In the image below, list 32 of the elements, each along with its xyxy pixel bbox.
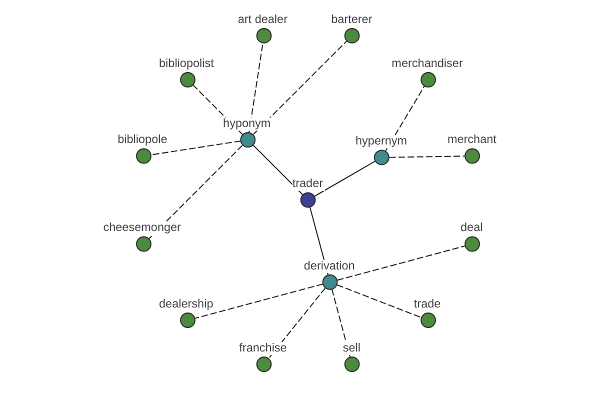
connector xyxy=(268,288,326,359)
node-label: art dealer xyxy=(237,12,288,26)
node-circle xyxy=(256,28,272,44)
node-circle xyxy=(344,28,360,44)
node-label: bibliopole xyxy=(117,133,167,146)
node-label: deal xyxy=(460,221,482,234)
node-circle xyxy=(180,312,195,328)
connector xyxy=(336,284,421,318)
connector xyxy=(148,145,242,240)
connector xyxy=(150,140,240,156)
connector xyxy=(194,284,322,319)
node-circle xyxy=(136,148,151,164)
node-circle xyxy=(420,72,436,88)
connector xyxy=(252,144,303,196)
connector xyxy=(192,84,243,136)
connector xyxy=(248,43,263,133)
node-label: barterer xyxy=(330,12,372,26)
connector xyxy=(388,156,465,158)
node-label: merchandiser xyxy=(391,56,462,70)
connector xyxy=(384,86,425,152)
node-label: dealership xyxy=(158,297,213,310)
connector xyxy=(314,160,376,197)
connector xyxy=(330,289,350,358)
node-circle xyxy=(464,236,480,252)
node-circle xyxy=(180,72,195,88)
node-label: bibliopolist xyxy=(158,56,214,70)
connector xyxy=(336,245,465,281)
node-label: merchant xyxy=(446,133,496,146)
node-label: trade xyxy=(413,297,440,310)
node-circle xyxy=(420,312,436,328)
connector xyxy=(252,40,347,135)
node-circle xyxy=(464,148,480,164)
